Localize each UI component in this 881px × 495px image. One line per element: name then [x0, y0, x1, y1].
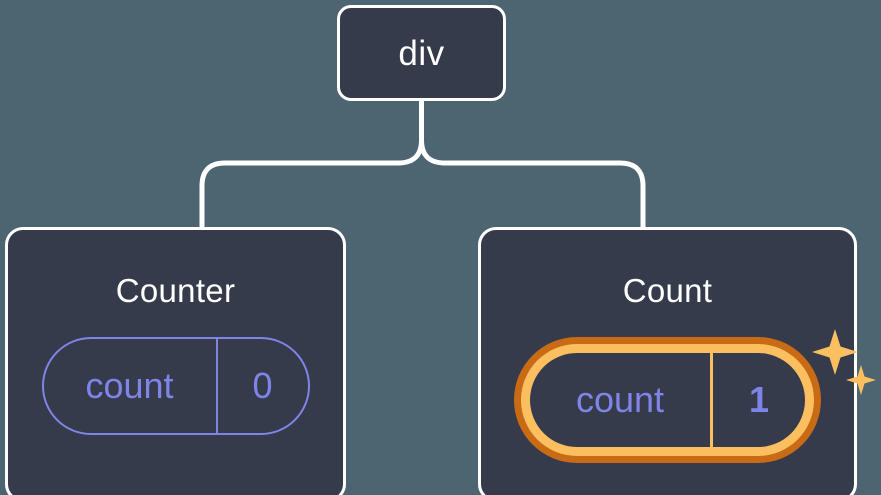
- node-counter-title: Counter: [115, 272, 236, 309]
- state-pill-count-core: count 1: [530, 353, 805, 447]
- state-value-count: 1: [710, 353, 805, 447]
- state-pill-counter[interactable]: count 0: [41, 337, 310, 435]
- node-counter[interactable]: Counter count 0: [5, 227, 346, 495]
- state-pill-wrapper-count: count 1: [514, 329, 876, 463]
- state-value-counter: 0: [215, 339, 308, 433]
- node-count[interactable]: Count count 1: [478, 227, 876, 495]
- node-div-label: div: [398, 33, 445, 73]
- state-pill-count[interactable]: count 1: [514, 337, 821, 463]
- state-key-count: count: [575, 379, 665, 420]
- node-count-title: Count: [622, 272, 713, 309]
- node-div[interactable]: div: [337, 5, 506, 101]
- state-pill-count-inner-ring: count 1: [521, 344, 814, 456]
- state-pill-wrapper-counter: count 0: [41, 337, 310, 435]
- connector-to-left-child: [199, 139, 424, 227]
- state-key-counter: count: [85, 365, 174, 406]
- sparkles-icon: [812, 329, 876, 395]
- connector-to-right-child: [419, 139, 646, 227]
